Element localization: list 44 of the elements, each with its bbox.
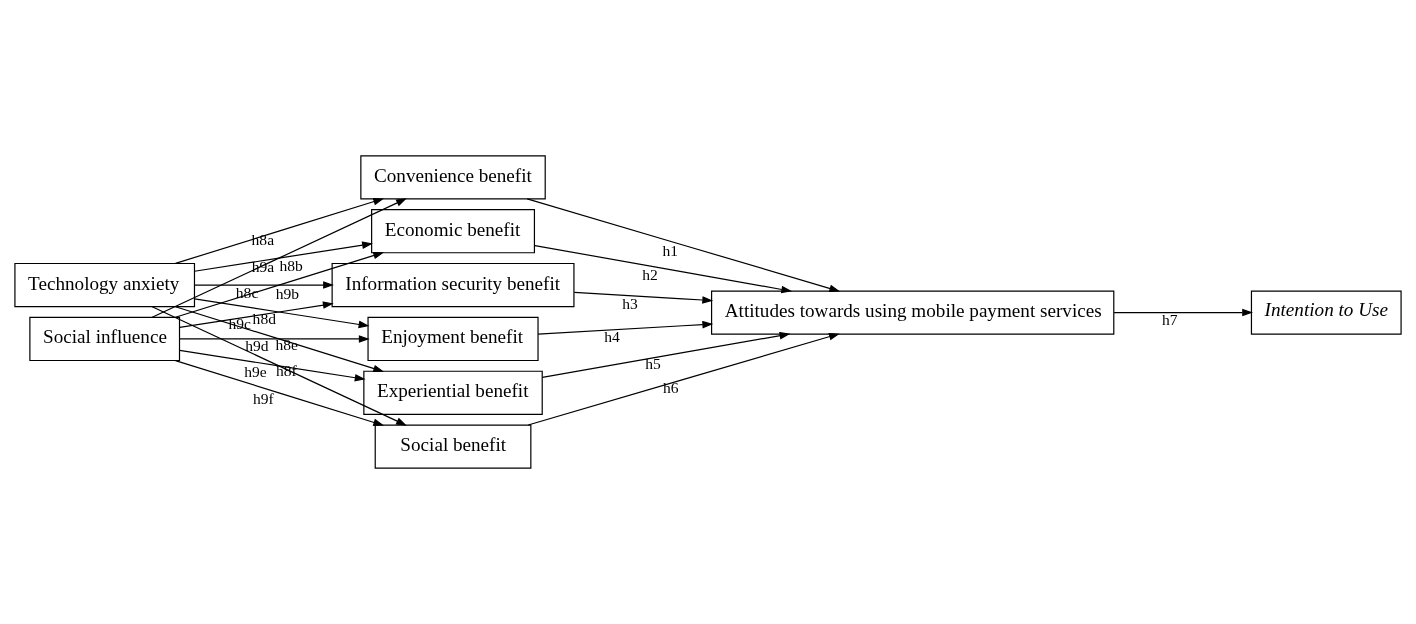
arrow [193,241,373,272]
arrow [179,301,334,329]
edge-label: h9e [244,362,267,380]
node-box: Economic benefit [371,209,536,254]
arrow [174,198,385,264]
arrow [151,198,407,318]
arrow [527,333,840,426]
edge-label: h2 [642,265,658,283]
edge-label: h9d [245,337,269,355]
edge-label: h8e [275,336,298,354]
edge-label: h8a [251,230,275,248]
edge-label: h8d [252,310,276,328]
arrow [179,349,366,382]
edge-label: h4 [604,327,620,345]
arrow [179,335,370,343]
edge-label: h8b [279,256,303,274]
edge-label: h9f [253,389,274,407]
node-box: Intention to Use [1250,290,1402,335]
node-box: Enjoyment benefit [367,316,539,362]
edge-label: h3 [622,294,638,312]
node-box: Convenience benefit [360,155,546,200]
edge-label: h9b [275,284,300,302]
node-box: Experiential benefit [363,370,543,415]
node-box: Social influence [29,316,181,362]
node-box: Information security benefit [331,262,575,308]
arrow [193,281,334,289]
arrow [174,251,385,318]
edge-label: h5 [645,354,661,372]
arrow [193,298,370,329]
arrow [151,306,407,426]
node-box: Social benefit [374,424,532,469]
edge-label: h6 [662,379,679,397]
arrow [573,291,714,304]
arrow [1113,308,1253,317]
edge-label: h7 [1162,311,1178,329]
node-box: Technology anxiety [14,262,196,308]
arrow [537,320,714,335]
arrow [541,331,791,378]
node-box: Attitudes towards using mobile payment services [711,290,1115,335]
arrow [174,360,385,426]
arrow [526,198,841,293]
edge-label: h1 [662,242,679,260]
arrow [174,306,385,373]
arrow [534,244,793,294]
